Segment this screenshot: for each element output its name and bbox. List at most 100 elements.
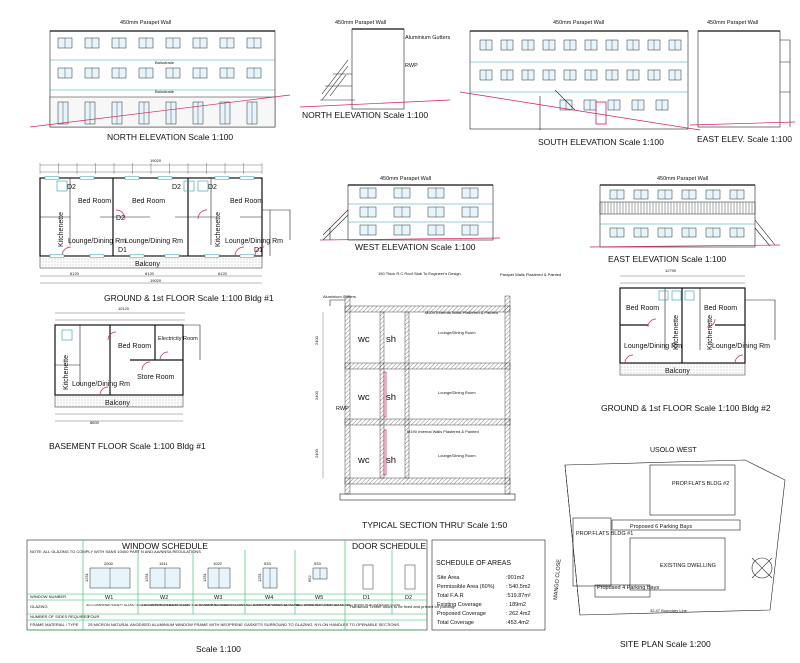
plan1-kitchenette-1: Kitchenette [58,212,65,247]
basement-elec: Electricity Room [158,336,198,342]
schedule-window-height: 652 [307,575,312,582]
site-flats1: PROP.FLATS BLDG #1 [576,531,633,537]
basement-kitchenette: Kitchenette [63,355,70,390]
area-row-label: Total F.A.R [437,593,464,599]
door-note: Hardwood Timber doors to be fixed and pr… [350,604,455,609]
svg-text:2400: 2400 [314,390,319,400]
areas-title: SCHEDULE OF AREAS [436,560,511,567]
schedule-window-id: W3 [214,595,222,601]
plan1-bed1: Bed Room [78,198,111,205]
schedule-window-width: 533 [264,561,271,566]
window-door-schedule: WINDOW SCHEDULE DOOR SCHEDULE NOTE: ALL … [26,539,455,654]
plan1-window [214,176,230,180]
plan2-title: GROUND & 1st FLOOR Scale 1:100 Bldg #2 [601,403,771,413]
west-elevation-title: WEST ELEVATION Scale 1:100 [355,242,476,252]
section-note-gutter: Aluminium Gutters [323,294,356,299]
balustrade-label-2: Balustrade [155,89,175,94]
plan1-d2-c: D2 [172,184,181,191]
plan1-window [129,254,145,258]
basement-overall: 10120 [118,306,130,311]
section-note-roof: 150 Thick R.C Roof Slab To Engineer's De… [378,271,462,276]
section-rwp: RWP [336,406,349,412]
plan1-window [89,254,105,258]
schedule-window-id: W2 [160,595,168,601]
schedule-of-areas: SCHEDULE OF AREAS Site Area:901m2Permiss… [431,539,546,631]
typical-section: 2400 2400 2400 wc sh wc sh wc sh Lounge/… [314,271,561,530]
schedule-window-height: 1251 [144,572,149,582]
schedule-door-id: D1 [363,595,370,601]
section-sh-1: sh [386,334,396,345]
basement-lounge: Lounge/Dining Rm [72,381,130,388]
site-parking6: Proposed 6 Parking Bays [630,524,692,530]
schedule-window-width: 1511 [159,561,168,566]
schedule-window-height: 1251 [202,572,207,582]
section-title: TYPICAL SECTION THRU' Scale 1:50 [362,520,507,530]
north-elev-parapet-label: 450mm Parapet Wall [120,20,171,26]
site-parking4: Proposed 4 Parking Bays [597,585,659,591]
plan1-d2-b: D2 [116,215,125,222]
east-elevation-title: EAST ELEV. Scale 1:100 [697,134,792,144]
schedule-door-D1 [362,564,374,590]
plan1-bed2: Bed Room [132,198,165,205]
section-lounge-1: Lounge/Dining Room [438,330,476,335]
west-parapet-label: 450mm Parapet Wall [380,176,431,182]
schedule-door-id: D2 [405,595,412,601]
plan1-d2-a: D2 [67,184,76,191]
schedule-glazing: 4mm LAMINATED SAFETY GLASS / 4mm MONOLIT… [296,603,400,607]
north-elev2-parapet-label: 450mm Parapet Wall [335,20,386,26]
area-row-label: Site Area [437,575,460,581]
gutters-label: Aluminium Gutters [405,35,450,41]
plan1-balcony: Balcony [135,261,160,268]
plan2-lounge-2: Lounge/Dining Rm [712,343,770,350]
east-elevation-top: 450mm Parapet Wall EAST ELEV. Scale 1:10… [689,20,796,144]
plan1-window [164,254,180,258]
plan1-kitchenette-2: Kitchenette [215,212,222,247]
schedule-window-width: 2000 [104,561,114,566]
area-row-value: :901m2 [506,575,524,581]
area-row-label: Existing Coverage [437,602,482,608]
plan2-bed2: Bed Room [704,305,737,312]
frame-material: 25 MICRON NATURAL ANODISED ALUMINIUM WIN… [88,622,400,627]
section-note-int: M190 Internal Walls Plastered & Painted [407,429,479,434]
site-existing: EXISTING DWELLING [660,563,716,569]
plan1-dim-a: 6120 [70,271,80,276]
schedule-glazing: 4mm LAMINATED SAFETY GLASS / 4mm MONOLIT… [86,603,190,607]
section-note-ext: M200 External Walls Plastered & Painted [425,310,498,315]
east-parapet-label: 450mm Parapet Wall [707,20,758,26]
schedule-window-width: 533 [314,561,321,566]
south-parapet-label: 450mm Parapet Wall [553,20,604,26]
plan1-window [49,254,65,258]
west-elevation: 450mm Parapet Wall WEST ELEVATION Scale … [319,176,501,252]
section-note-parapet: Parapet Walls Plastered & Painted [500,272,561,277]
plan1-lounge-3: Lounge/Dining Rm [225,238,283,245]
basement-store: Store Room [137,374,175,381]
north-elevation-2-title: NORTH ELEVATION Scale 1:100 [302,110,428,120]
plan2-kitchenette-2: Kitchenette [707,315,714,350]
row-label-0: WINDOW NUMBER [30,594,66,599]
plan1-d2-d: D2 [208,184,217,191]
site-plan-title: SITE PLAN Scale 1:200 [620,639,711,649]
section-sh-2: sh [386,392,396,403]
door-schedule-title: DOOR SCHEDULE [352,541,426,551]
row-label-1: GLAZING [30,604,48,609]
sides-required: FOUR [88,614,99,619]
balustrade-label-1: Balustrade [155,60,175,65]
window-schedule-title: WINDOW SCHEDULE [122,541,208,551]
rwp-label: RWP [405,63,418,69]
row-label-2: NUMBER OF SIDES REQUIRED [30,614,89,619]
plan1-dim-b: 6120 [145,271,155,276]
north-elevation-title: NORTH ELEVATION Scale 1:100 [107,132,233,142]
plan1-window [79,176,95,180]
plan1-window [124,176,140,180]
site-flats2: PROP.FLATS BLDG #2 [672,481,729,487]
site-street: USOLO WEST [650,447,697,454]
section-wc-3: wc [357,455,370,466]
plan2-balcony: Balcony [665,368,690,375]
east2-parapet-label: 450mm Parapet Wall [657,176,708,182]
schedule-scale: Scale 1:100 [196,644,241,654]
plan2-overall-dim: 12790 [665,268,677,273]
south-elevation-title: SOUTH ELEVATION Scale 1:100 [538,137,664,147]
svg-text:2400: 2400 [314,335,319,345]
plan1-lounge-2: Lounge/Dining Rm [125,238,183,245]
